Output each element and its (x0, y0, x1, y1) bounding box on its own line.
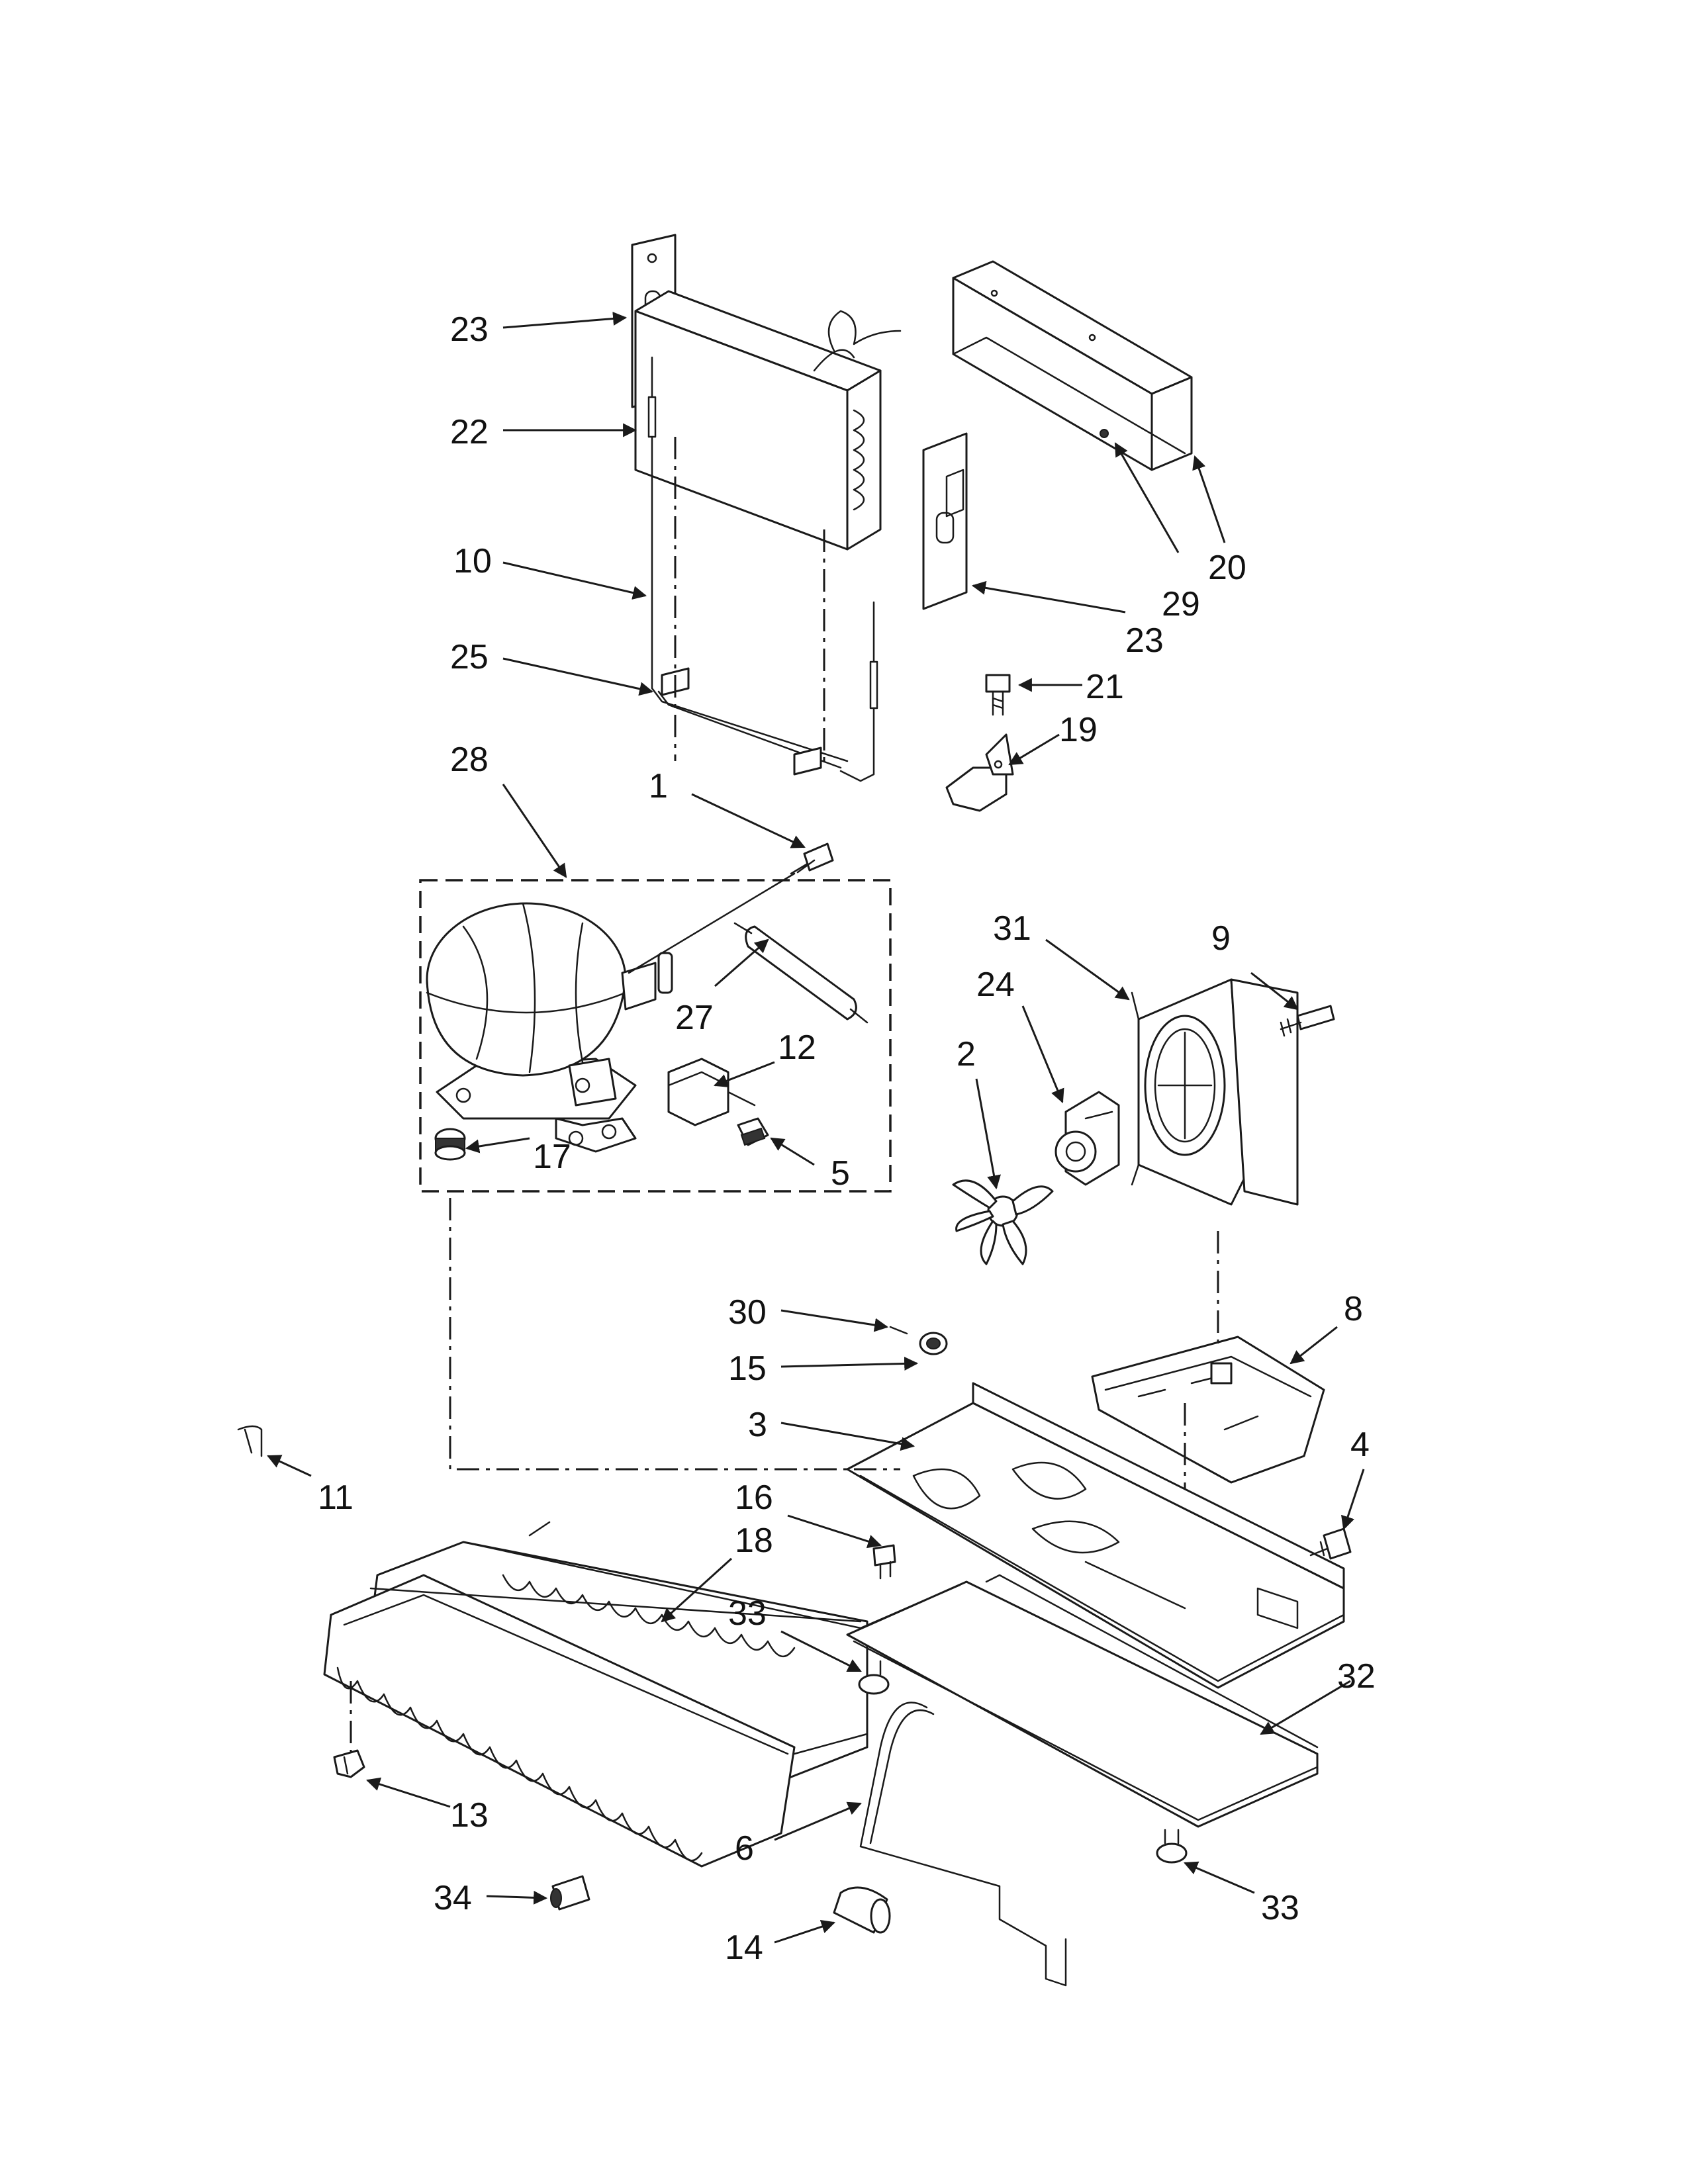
callout-labels: 23 22 10 25 23 29 20 21 19 28 1 27 12 17… (318, 310, 1376, 1967)
callout-13: 13 (450, 1796, 489, 1835)
leveling-foot-bottom (1156, 1829, 1188, 1864)
callout-25: 25 (450, 638, 489, 676)
callout-9: 9 (1211, 919, 1231, 958)
alignment-line (449, 1198, 900, 1471)
callout-6: 6 (735, 1829, 754, 1868)
callout-3: 3 (748, 1406, 767, 1444)
compressor (426, 872, 796, 1153)
screw-4 (1309, 1527, 1352, 1560)
screw-21 (985, 674, 1011, 716)
callout-24: 24 (976, 966, 1015, 1004)
coil-clip (333, 1749, 365, 1778)
fitting (550, 1875, 590, 1911)
callout-15: 15 (728, 1349, 767, 1388)
grommet (434, 1128, 466, 1161)
callout-29: 29 (1162, 585, 1200, 623)
condenser-tube (859, 1702, 1067, 1987)
callout-33: 33 (728, 1594, 767, 1633)
condenser-fan-blade (952, 1179, 1054, 1265)
start-relay (667, 1058, 756, 1126)
callout-16: 16 (735, 1479, 773, 1517)
callout-2: 2 (957, 1035, 976, 1073)
leader-lines (267, 312, 1365, 1944)
evaporator-bracket-right (922, 432, 968, 610)
screw-16 (872, 1544, 896, 1580)
compressor-kit-box (419, 879, 892, 1193)
callout-1: 1 (649, 767, 668, 805)
evaporator-cover (952, 260, 1193, 471)
callout-4: 4 (1350, 1426, 1370, 1464)
callout-17: 17 (533, 1138, 571, 1176)
condenser-fan-motor (1055, 1091, 1120, 1186)
callout-32: 32 (1337, 1657, 1376, 1696)
screw-small (1100, 429, 1109, 438)
evaporator (634, 290, 902, 551)
callout-12: 12 (778, 1028, 816, 1067)
callout-34: 34 (434, 1879, 472, 1917)
end-cap (833, 1886, 891, 1934)
callout-20: 20 (1208, 549, 1246, 587)
tube-clip (237, 1425, 263, 1457)
callout-33: 33 (1261, 1889, 1299, 1927)
callout-22: 22 (450, 413, 489, 451)
callout-8: 8 (1344, 1290, 1363, 1328)
screw-9 (1280, 1005, 1335, 1037)
callout-27: 27 (675, 999, 714, 1037)
callout-21: 21 (1086, 668, 1124, 706)
callout-5: 5 (831, 1154, 850, 1193)
callout-10: 10 (453, 542, 492, 580)
callout-31: 31 (993, 909, 1031, 948)
clip-bracket (945, 733, 1014, 812)
callout-11: 11 (318, 1479, 353, 1517)
callout-18: 18 (735, 1522, 773, 1560)
callout-28: 28 (450, 741, 489, 779)
bolt-1 (790, 842, 834, 875)
callout-30: 30 (728, 1293, 767, 1332)
callout-14: 14 (725, 1929, 763, 1967)
callout-19: 19 (1059, 711, 1098, 749)
capacitor (737, 1117, 769, 1146)
fan-mount-bracket (1091, 1336, 1325, 1484)
fan-shroud (1131, 978, 1299, 1206)
compressor-base-plate (846, 1382, 1345, 1689)
callout-23: 23 (450, 310, 489, 349)
leveling-foot-top (858, 1660, 890, 1695)
condenser-coil (323, 1521, 868, 1868)
drain-pan (846, 1574, 1319, 1828)
filter-drier (733, 922, 868, 1024)
grommet-clip (889, 1326, 948, 1355)
callout-23: 23 (1125, 621, 1164, 660)
